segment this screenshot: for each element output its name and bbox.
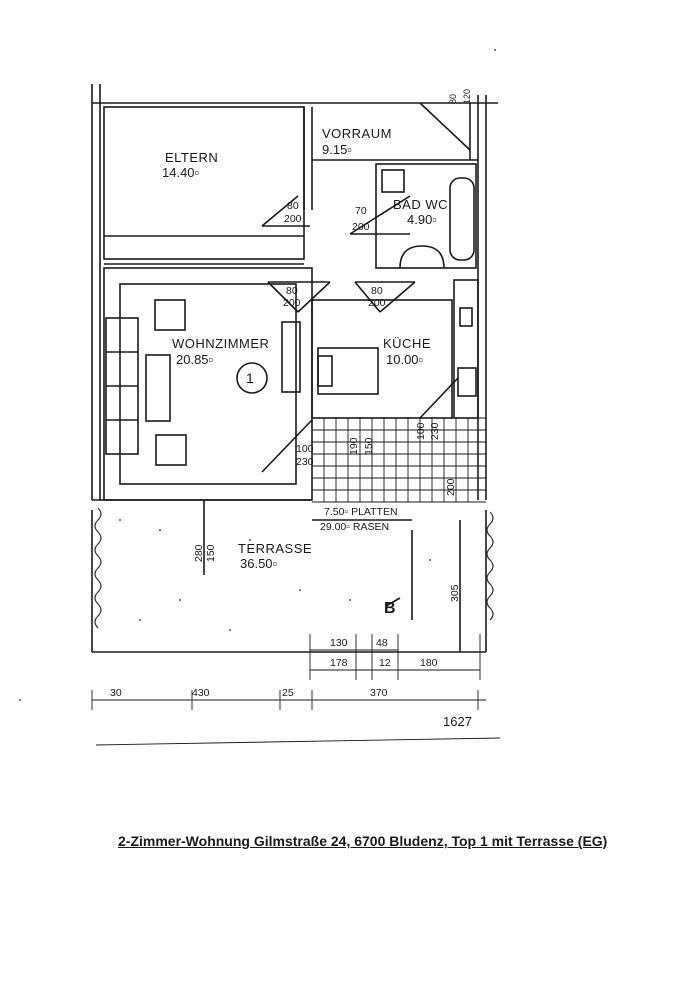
kueche-exit-width: 100 (415, 422, 427, 440)
scan-specks (19, 49, 496, 701)
dim-row3-d: 370 (370, 687, 388, 699)
room-kueche-area: 10.00▫ (386, 352, 423, 367)
dim-row1-a: 130 (330, 637, 348, 649)
door-terrasse-width: 100 (296, 443, 314, 455)
section-marker: B (384, 600, 396, 617)
window-top-b: 120 (462, 89, 472, 104)
kueche-exit-height: 230 (429, 422, 441, 440)
door-eltern-height: 200 (284, 213, 302, 225)
dim-row3-b: 430 (192, 687, 210, 699)
hedge (94, 507, 494, 629)
dim-280: 280 (193, 544, 205, 562)
room-bad-name: BAD WC (393, 197, 448, 212)
door-eltern-width: 80 (287, 200, 299, 212)
room-wohnzimmer-area: 20.85▫ (176, 352, 213, 367)
dim-305: 305 (449, 584, 461, 602)
room-vorraum-area: 9.15▫ (322, 142, 352, 157)
room-terrasse-name: TERRASSE (238, 541, 312, 556)
dim-row3-c: 25 (282, 687, 294, 699)
room-wohnzimmer-name: WOHNZIMMER (172, 336, 269, 351)
window-top-a: 80 (448, 94, 458, 104)
room-terrasse-area: 36.50▫ (240, 556, 277, 571)
door-kueche-width: 80 (371, 285, 383, 297)
door-bad-width: 70 (355, 205, 367, 217)
door-wohnzimmer-height: 200 (283, 297, 301, 309)
dim-row1-b: 48 (376, 637, 388, 649)
room-bad-area: 4.90▫ (407, 212, 437, 227)
dim-row3-a: 30 (110, 687, 122, 699)
dim-200: 200 (445, 478, 457, 496)
dim-row2-c: 180 (420, 657, 438, 669)
door-wohnzimmer-width: 80 (286, 285, 298, 297)
room-eltern-name: ELTERN (165, 150, 218, 165)
unit-marker: 1 (246, 370, 254, 386)
plan-caption: 2-Zimmer-Wohnung Gilmstraße 24, 6700 Blu… (118, 833, 608, 849)
room-kueche-name: KÜCHE (383, 336, 431, 351)
stair-height: 150 (363, 437, 375, 455)
door-bad-height: 200 (352, 221, 370, 233)
dim-150: 150 (205, 544, 217, 562)
dim-row2-b: 12 (379, 657, 391, 669)
room-vorraum-name: VORRAUM (322, 126, 392, 141)
dim-row2-a: 178 (330, 657, 348, 669)
dim-total: 1627 (443, 714, 472, 729)
door-kueche-height: 200 (368, 297, 386, 309)
stair-width: 190 (348, 437, 360, 455)
walls (91, 84, 501, 746)
surface-rasen: 29.00▫ RASEN (320, 521, 389, 533)
surface-platten: 7.50▫ PLATTEN (324, 506, 398, 518)
door-terrasse-height: 230 (296, 456, 314, 468)
room-eltern-area: 14.40▫ (162, 165, 199, 180)
